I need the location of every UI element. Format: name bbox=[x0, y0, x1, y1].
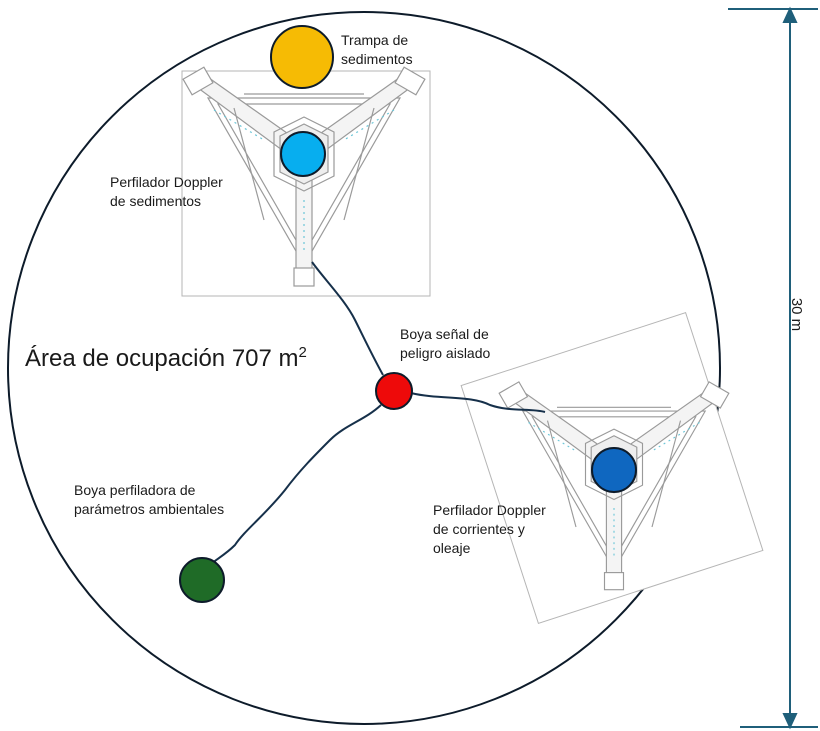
occupation-area-circle bbox=[7, 11, 721, 725]
hazard-buoy-label: Boya señal de peligro aislado bbox=[400, 326, 491, 361]
dimension-label: 30 m bbox=[788, 297, 806, 332]
sediment-trap-label: Trampa de sedimentos bbox=[341, 32, 413, 67]
area-text: Área de ocupación 707 m bbox=[25, 345, 299, 372]
dimension-line bbox=[728, 6, 818, 730]
mooring-line-left bbox=[209, 404, 382, 566]
mooring-line-top bbox=[311, 261, 384, 376]
current-profiler-label: Perfilador Doppler de corrientes y oleaj… bbox=[433, 502, 546, 556]
environmental-buoy-marker bbox=[179, 557, 225, 603]
mooring-line-right bbox=[410, 392, 546, 413]
environmental-buoy-label: Boya perfiladora de parámetros ambiental… bbox=[74, 482, 225, 517]
current-profiler-marker bbox=[591, 447, 637, 493]
hazard-buoy-marker bbox=[375, 372, 413, 410]
sediment-profiler-marker bbox=[280, 131, 326, 177]
occupation-area-title: Área de ocupación 707 m2 bbox=[25, 344, 307, 374]
sediment-trap-marker bbox=[270, 25, 334, 89]
area-exponent: 2 bbox=[298, 344, 307, 361]
sediment-profiler-label: Perfilador Doppler de sedimentos bbox=[110, 174, 223, 209]
